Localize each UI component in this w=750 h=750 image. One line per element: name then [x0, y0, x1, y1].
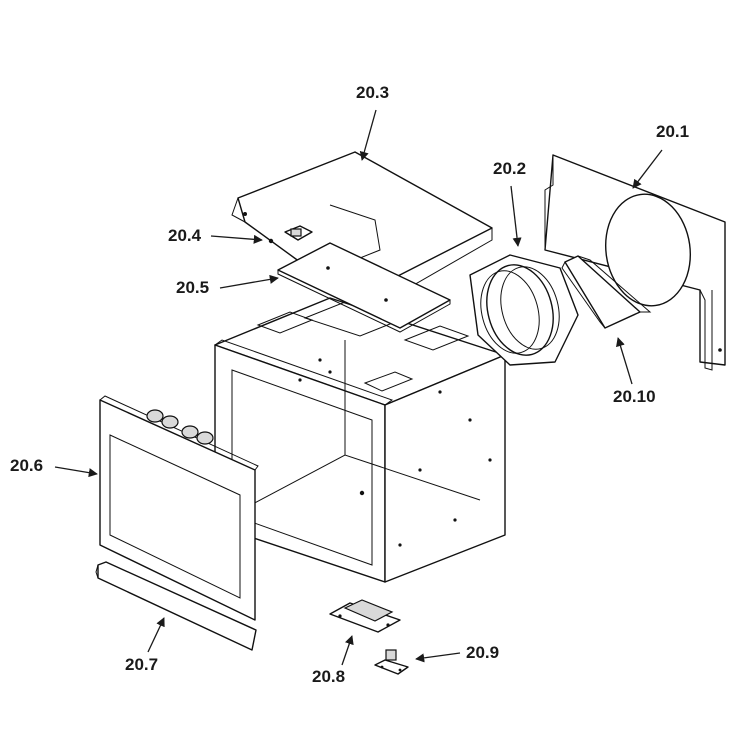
ring-part-20-2: [469, 254, 579, 366]
oven-cavity-box: [214, 297, 506, 583]
callout-20-4: 20.4: [168, 226, 263, 245]
callout-20-2: 20.2: [493, 159, 526, 247]
plate-part-20-5: [277, 242, 451, 333]
hinge-plate-part-20-8: [329, 599, 401, 633]
knob-cluster: [146, 409, 214, 445]
callout-label: 20.5: [176, 278, 209, 297]
callout-label: 20.8: [312, 667, 345, 686]
callout-20-3: 20.3: [356, 83, 389, 161]
callout-20-6: 20.6: [10, 456, 98, 478]
callout-20-5: 20.5: [176, 274, 279, 297]
callout-label: 20.7: [125, 655, 158, 674]
trim-strip-part-20-7: [95, 561, 257, 651]
callout-20-8: 20.8: [312, 635, 354, 686]
back-panel-part-20-1: [544, 154, 726, 371]
callout-label: 20.10: [613, 387, 656, 406]
callout-label: 20.1: [656, 122, 689, 141]
callout-label: 20.2: [493, 159, 526, 178]
latch-part-20-9: [374, 649, 409, 675]
callout-20-9: 20.9: [415, 643, 499, 663]
callout-20-10: 20.10: [613, 337, 656, 406]
deflector-part-20-10: [561, 255, 652, 329]
callout-label: 20.4: [168, 226, 202, 245]
callout-label: 20.9: [466, 643, 499, 662]
switch-part-20-4: [268, 225, 313, 244]
callout-20-1: 20.1: [632, 122, 689, 189]
callout-label: 20.6: [10, 456, 43, 475]
callout-20-7: 20.7: [125, 617, 165, 674]
callout-label: 20.3: [356, 83, 389, 102]
front-frame-part-20-6: [99, 395, 259, 621]
